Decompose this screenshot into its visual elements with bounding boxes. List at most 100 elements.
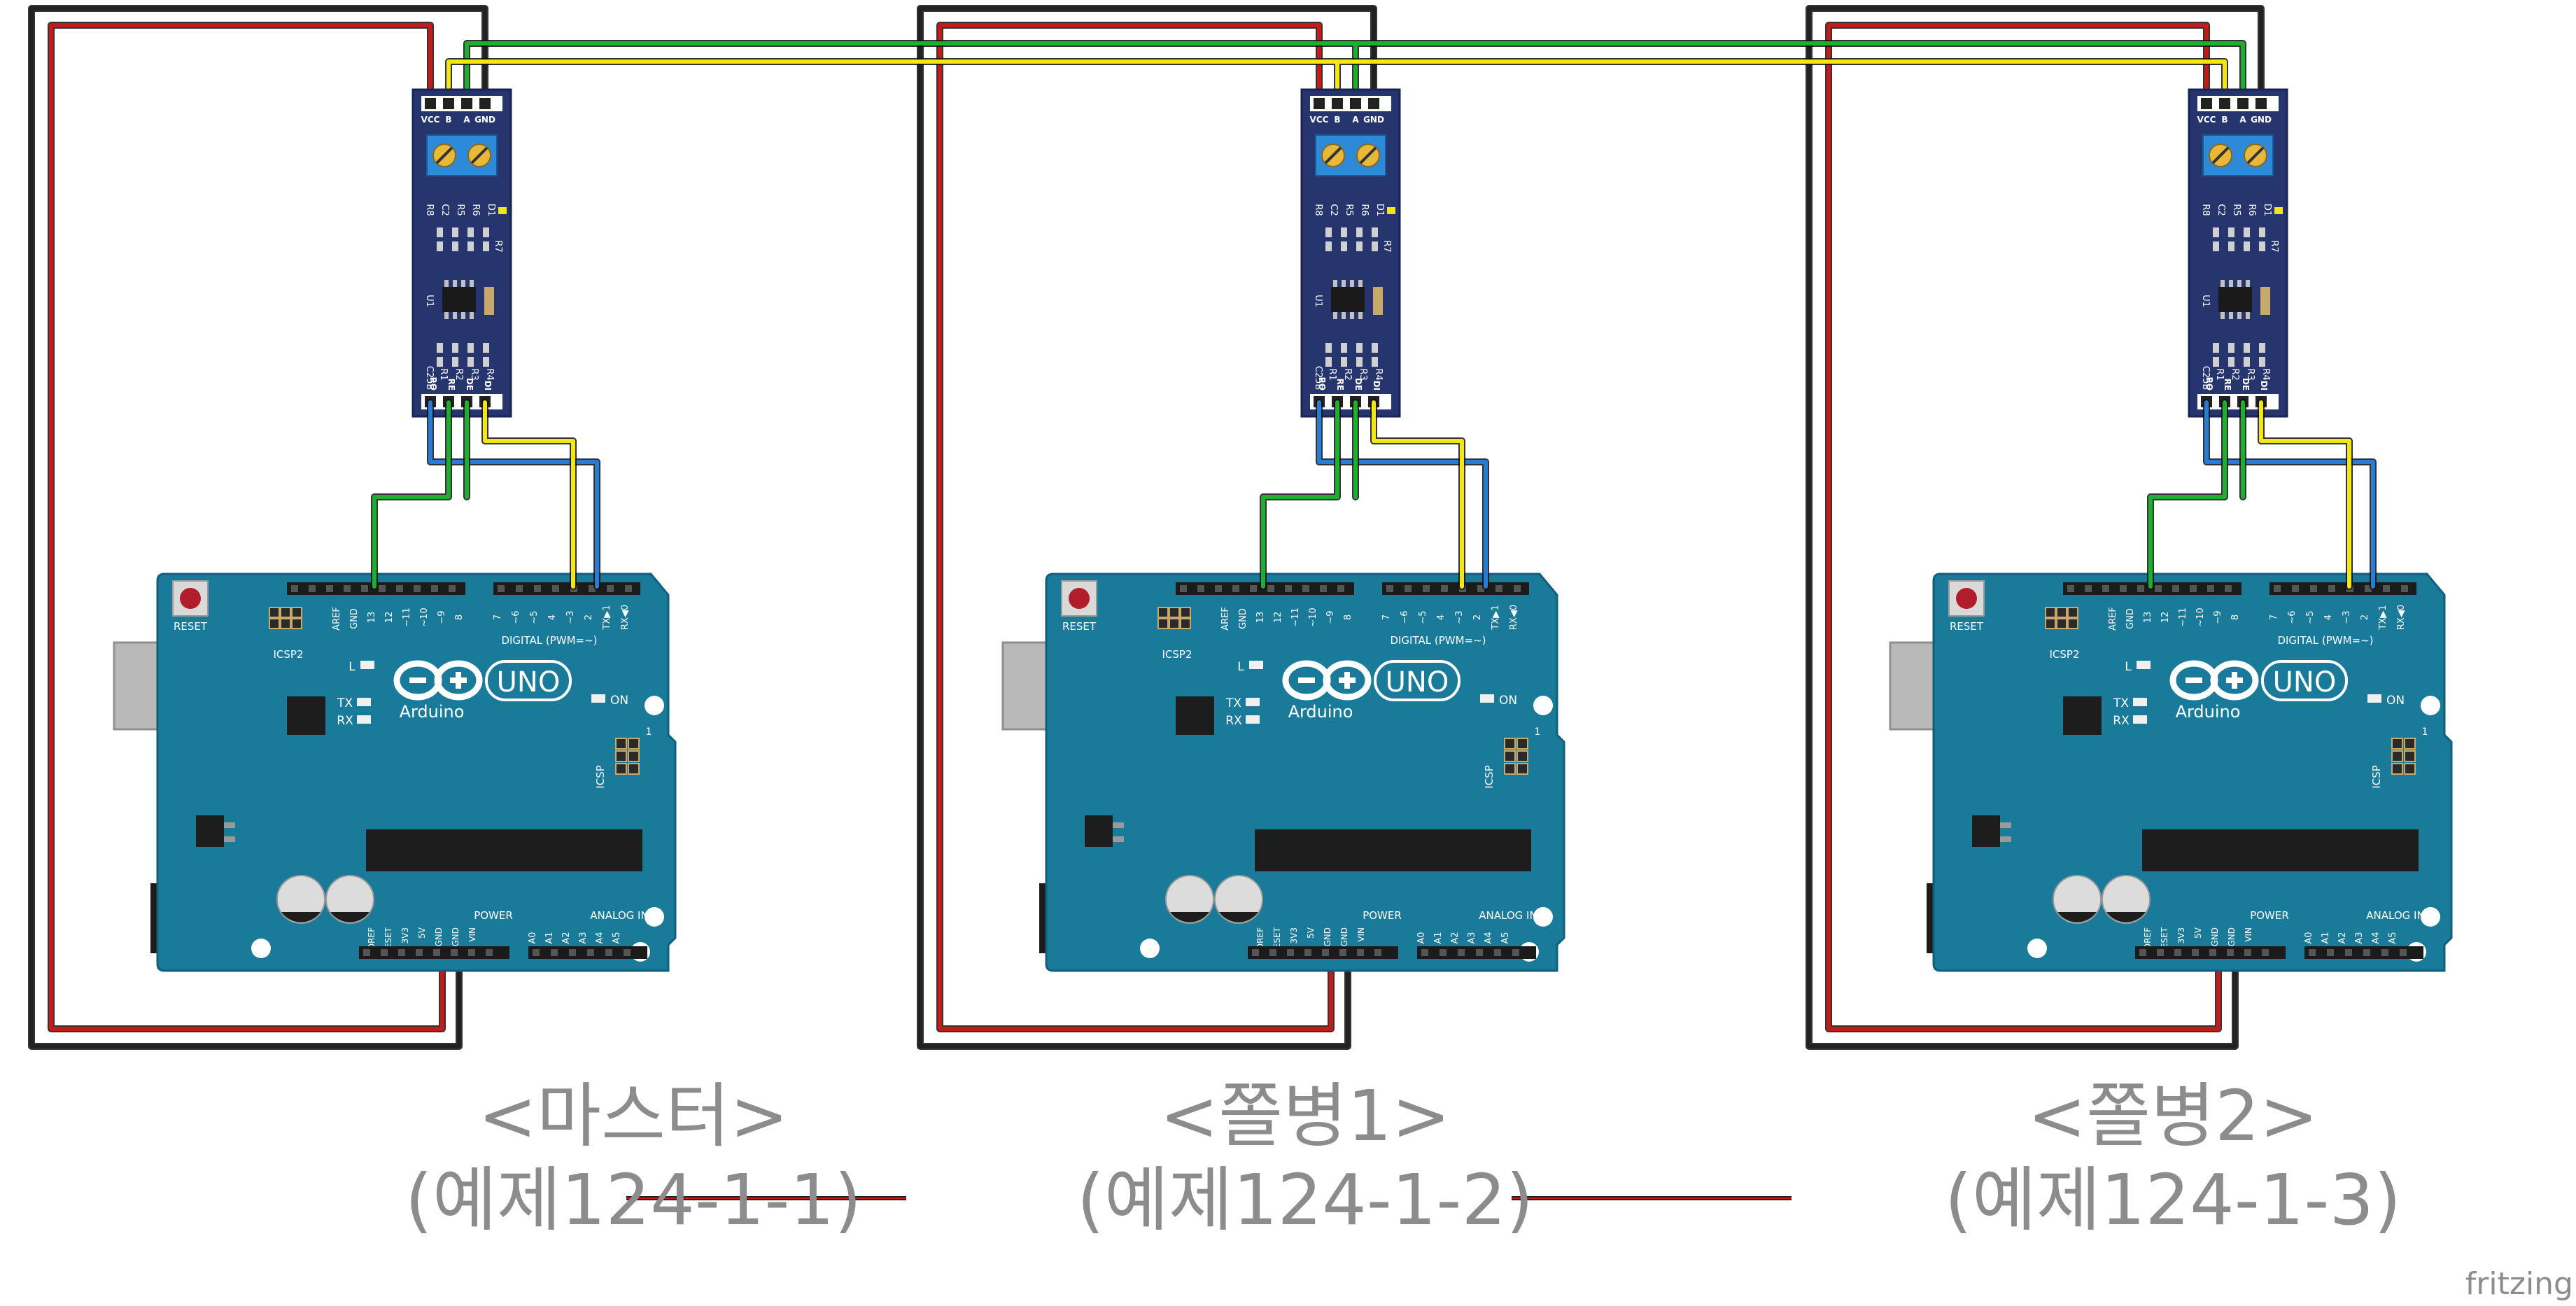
- arduino-1-power-pin-4: GND: [1323, 927, 1332, 947]
- rs485-0-silk-label-4: D1: [486, 204, 496, 216]
- rs485-1-smd-part: [1372, 227, 1378, 237]
- rs485-0-smd-part: [467, 241, 474, 251]
- arduino-1-mount-hole-2: [1140, 939, 1160, 958]
- arduino-0-analog-pin-2: A2: [561, 932, 572, 943]
- rs485-2-chip-leg: [2237, 312, 2241, 319]
- arduino-0-capacitor-band: [330, 912, 369, 922]
- rs485-0-silk-label-9: R1: [438, 368, 449, 380]
- arduino-2-analog-header-pin: [2327, 949, 2334, 956]
- rs485-0-smd-part: [437, 227, 443, 237]
- rs485-1-smd-part: [1325, 241, 1332, 251]
- arduino-1-header-pin: [1423, 585, 1430, 592]
- wire-ro-1: [1317, 400, 1488, 589]
- arduino-1-capacitor-band: [1170, 912, 1209, 922]
- wire-ro-2: [2204, 400, 2375, 589]
- arduino-0-icsp-pin1-label: 1: [646, 726, 652, 738]
- arduino-2-led-rx-label: RX: [2113, 714, 2130, 728]
- rs485-2-top-pin-label-1: B: [2221, 115, 2227, 125]
- arduino-1-header-pin: [1232, 585, 1239, 592]
- rs485-1-smd-part: [1325, 343, 1332, 353]
- rs485-1-screw-slot: [1359, 146, 1377, 164]
- arduino-0-icsp2-pin: [280, 607, 291, 618]
- arduino-0-power-pin-2: 3V3: [400, 927, 410, 943]
- rs485-2-silk-label-8: C25B: [2200, 366, 2211, 391]
- rs485-2-chip-u1: [2218, 287, 2252, 312]
- fritzing-watermark: fritzing: [2465, 1266, 2573, 1302]
- rs485-1-smd-part: [1325, 227, 1332, 237]
- arduino-1-power-pin-6: VIN: [1356, 927, 1366, 942]
- arduino-1-analog-header-pin: [1494, 949, 1501, 956]
- arduino-1-icsp2-pin: [1180, 618, 1191, 629]
- rs485-0-smd-part: [467, 227, 474, 237]
- arduino-2-capacitor-band: [2106, 912, 2146, 922]
- rs485-1-silk-label-4: D1: [1374, 204, 1385, 216]
- rs485-0-chip-leg: [470, 312, 474, 319]
- rs485-1-silk-label-0: R8: [1313, 204, 1323, 216]
- rs485-0-silk-label-10: R2: [453, 368, 464, 380]
- rs485-2-silk-label-6: U1: [2200, 295, 2211, 307]
- rs485-1-top-pin-label-1: B: [1334, 115, 1340, 125]
- arduino-1-power-header-pin: [1252, 949, 1259, 956]
- arduino-0-power-header-pin: [416, 949, 423, 956]
- rs485-0-smd-part: [437, 357, 443, 367]
- rs485-1-silk-label-12: R4: [1373, 368, 1384, 380]
- arduino-0-power-header-pin: [363, 949, 370, 956]
- arduino-1-header-pin: [1180, 585, 1187, 592]
- rs485-1-chip-leg: [1342, 312, 1346, 319]
- wire-di-2: [2259, 400, 2351, 589]
- wire-re-0-outline: [371, 399, 452, 590]
- rs485-2-chip-leg: [2229, 280, 2233, 287]
- arduino-2-power-header-pin: [2139, 949, 2146, 956]
- arduino-1-power-pin-5: GND: [1339, 927, 1349, 947]
- arduino-1-analog-header-pin: [1421, 949, 1428, 956]
- arduino-1-header-pin: [1337, 585, 1344, 592]
- rs485-2-top-pin-3: [2255, 98, 2267, 109]
- rs485-0-top-pin-label-2: A: [463, 115, 470, 125]
- arduino-1-icsp-pin: [1504, 738, 1516, 750]
- arduino-2-uno-outline: [2261, 660, 2348, 701]
- rs485-2-smd-part: [2244, 227, 2250, 237]
- rs485-2-capacitor-c1: [2260, 287, 2270, 315]
- arduino-2-reset-button: [1948, 580, 1985, 617]
- rs485-2-bottom-pin-label-1: RE: [2223, 379, 2232, 391]
- arduino-0-icsp-pin: [628, 738, 640, 750]
- arduino-2-icsp-pin: [2391, 763, 2403, 775]
- rs485-2-silk-label-4: D1: [2262, 204, 2272, 216]
- arduino-1-logo-right-ring: [1323, 660, 1372, 701]
- rs485-1-chip-leg: [1333, 312, 1337, 319]
- arduino-2-digital-label: DIGITAL (PWM=~): [2277, 634, 2373, 647]
- arduino-1-led-l: [1249, 661, 1263, 669]
- rs485-0-smd-part: [467, 357, 474, 367]
- rs485-0-bottom-pin-label-1: RE: [446, 379, 456, 391]
- arduino-2-header-pin: [2328, 585, 2335, 592]
- arduino-1-header-pin: [1386, 585, 1393, 592]
- arduino-1-digital-pin-13: RX◀0: [1509, 605, 1519, 630]
- rs485-1-smd-part: [1372, 357, 1378, 367]
- arduino-1-led-tx: [1246, 698, 1260, 706]
- arduino-0-led-tx-label: TX: [337, 696, 353, 710]
- arduino-1-led-on-label: ON: [1499, 694, 1517, 708]
- arduino-2-digital-pin-0: 13: [2143, 612, 2153, 624]
- arduino-0-analog-pin-4: A4: [595, 932, 605, 943]
- arduino-1-capacitor-1: [1214, 875, 1263, 924]
- arduino-1-analog-pin-5: A5: [1500, 932, 1511, 943]
- arduino-0-header-pin: [414, 585, 421, 592]
- arduino-2-digital-pin-4: ~9: [2213, 610, 2223, 624]
- wire-vcc-loop-1: [938, 23, 1333, 1031]
- caption-slave-1-title: <쫄병1>: [1160, 1075, 1451, 1157]
- arduino-0-digital-pin-6: 7: [493, 615, 503, 620]
- rs485-1-chip-leg: [1342, 280, 1346, 287]
- arduino-2-reset-cap: [1956, 588, 1977, 609]
- arduino-2-analog-pin-0: A0: [2304, 932, 2314, 943]
- rs485-0-led-d1: [498, 207, 507, 214]
- arduino-0-digital-pin-7: ~6: [511, 610, 521, 624]
- rs485-1-chip-leg: [1333, 280, 1337, 287]
- arduino-1-usb-chip: [1176, 696, 1214, 735]
- arduino-0-power-pin-3: 5V: [417, 927, 427, 939]
- arduino-0-reset-cap: [180, 588, 201, 609]
- arduino-1-analog-pin-0: A0: [1416, 932, 1427, 943]
- arduino-1-header-pin: [1477, 585, 1484, 592]
- rs485-1-smd-part: [1372, 241, 1378, 251]
- arduino-1-icsp-pin: [1516, 738, 1528, 750]
